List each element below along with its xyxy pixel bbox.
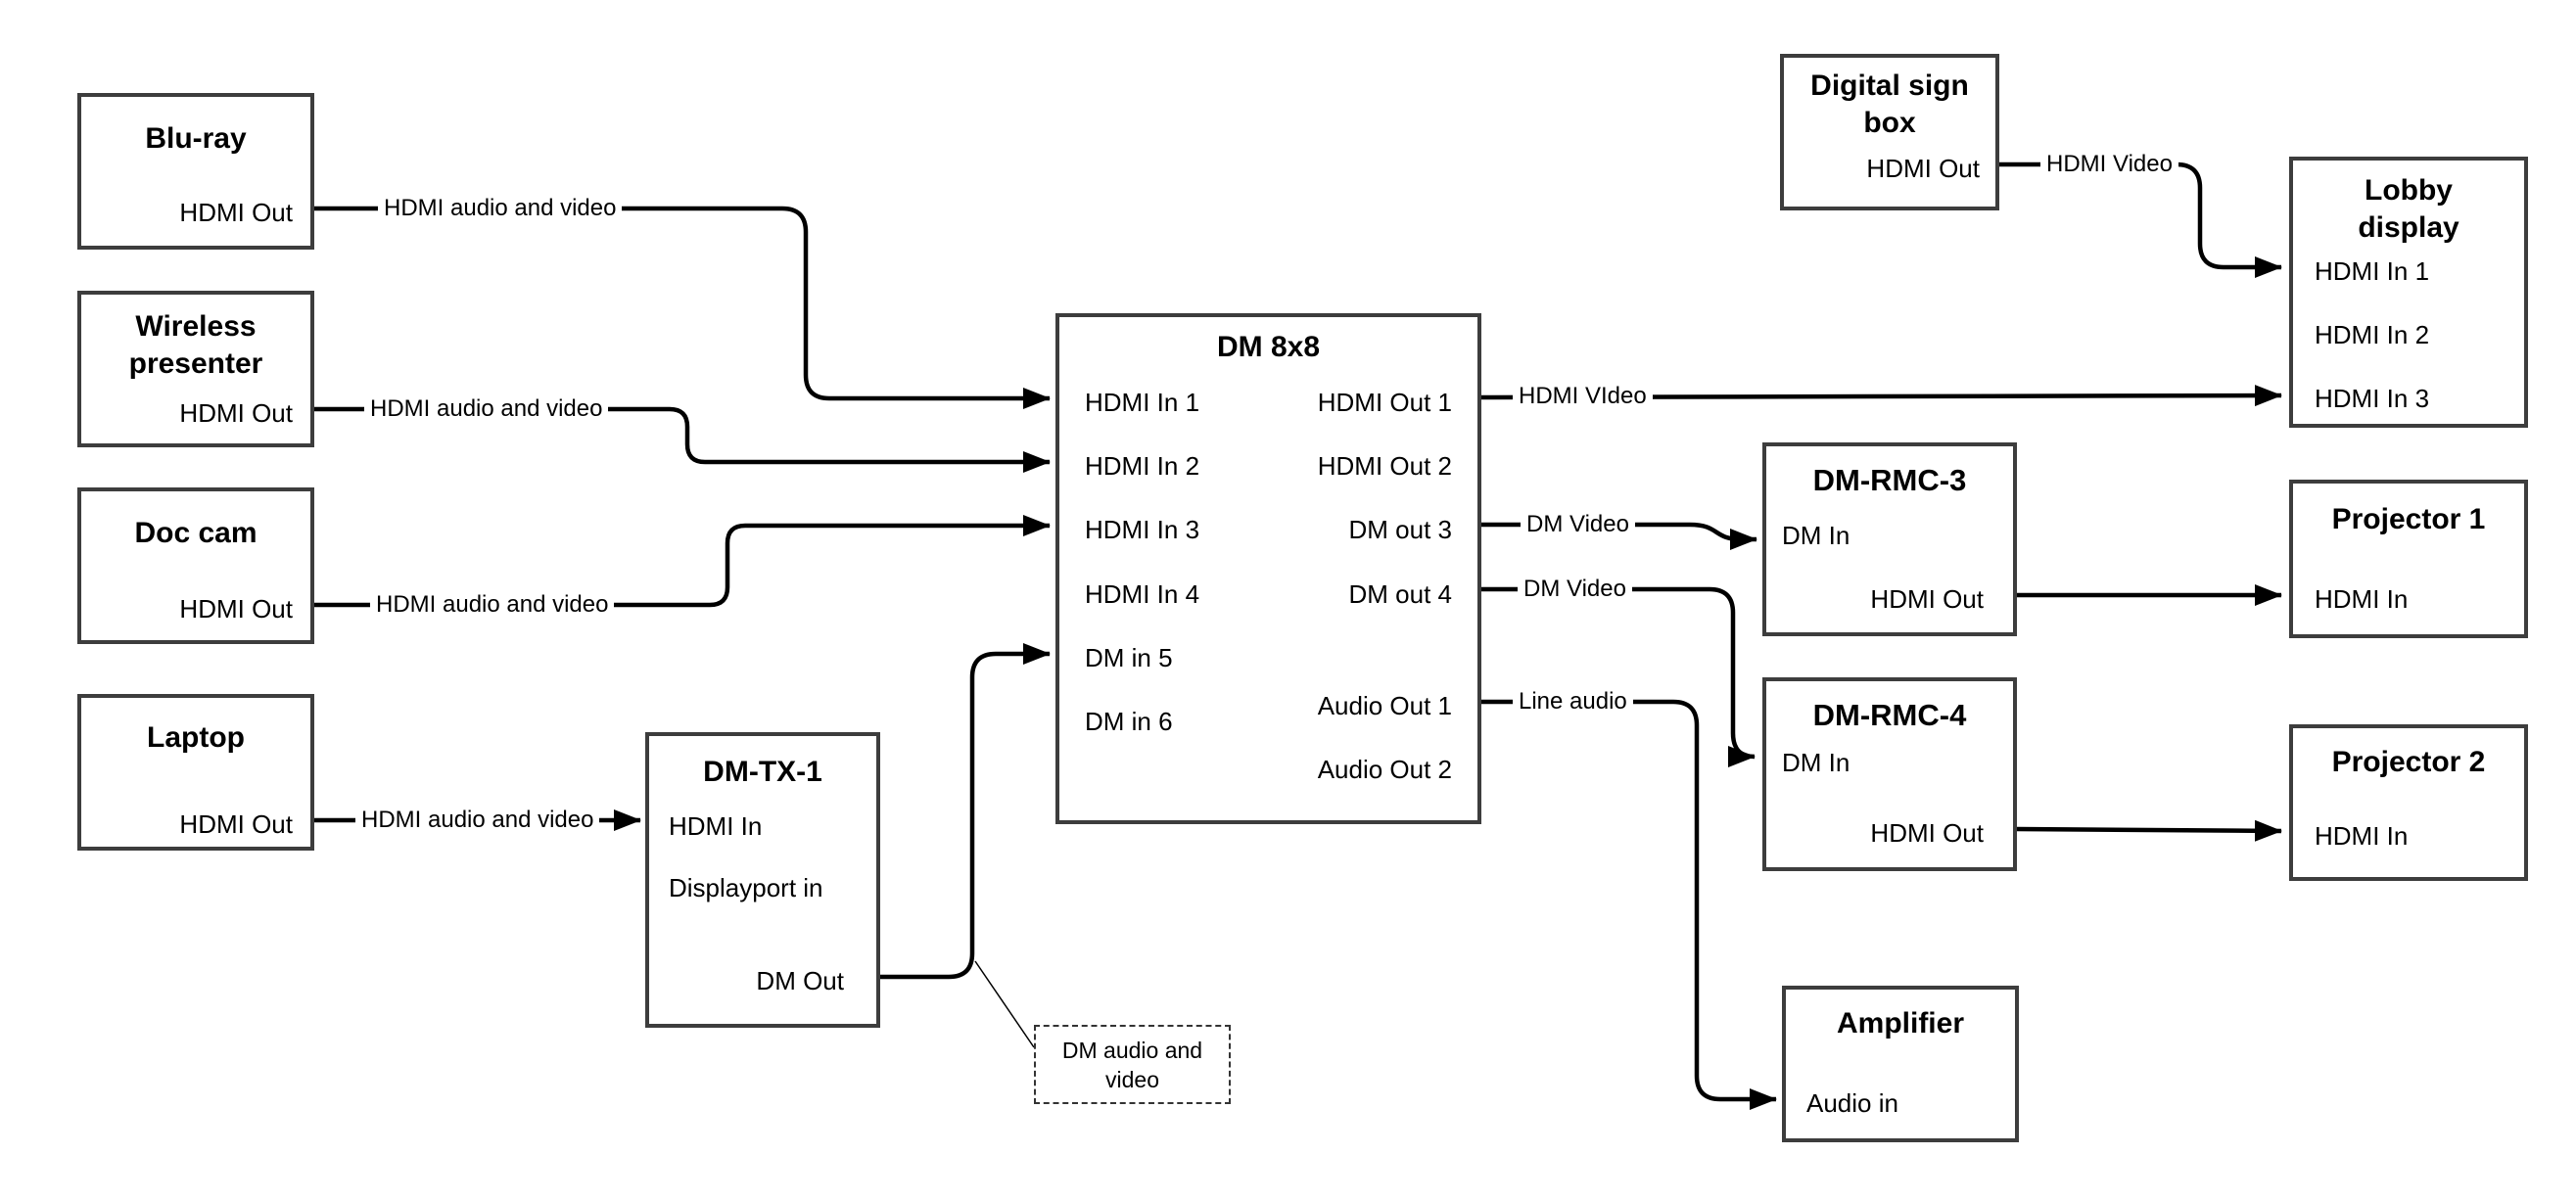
node-title: Digital sign box — [1810, 69, 1969, 139]
node-dm-rmc-4: DM-RMC-4 DM In HDMI Out — [1762, 677, 2017, 871]
port-displayport-in: Displayport in — [669, 873, 823, 902]
port-hdmi-in-1: HDMI In 1 — [2315, 256, 2430, 286]
port-hdmi-out: HDMI Out — [179, 198, 293, 227]
node-lobby-display: Lobby display HDMI In 1 HDMI In 2 HDMI I… — [2289, 157, 2528, 428]
wire-label-digital-sign-out: HDMI Video — [2040, 150, 2178, 179]
wire-dmtx1-dmout-to-dm8x8-dmin5 — [880, 643, 1051, 980]
wire-dm8x8-audioout1-to-amplifier-audioin — [1481, 699, 1777, 1110]
port-hdmi-in-2: HDMI In 2 — [1085, 451, 1200, 481]
port-hdmi-in-3: HDMI In 3 — [1085, 515, 1200, 544]
wire-doccam-to-dm8x8-hdmi-in3 — [314, 515, 1051, 608]
port-hdmi-out: HDMI Out — [1870, 584, 1984, 614]
port-hdmi-out: HDMI Out — [179, 594, 293, 624]
port-audio-out-2: Audio Out 2 — [1317, 755, 1452, 784]
annotation-dm-audio-video: DM audio and video — [1034, 1025, 1231, 1104]
wire-dm8x8-dmout3-to-dmrmc3-dmin — [1481, 522, 1757, 550]
port-dm-out-3: DM out 3 — [1348, 515, 1453, 544]
node-title: Blu-ray — [145, 122, 247, 155]
node-projector-2: Projector 2 HDMI In — [2289, 724, 2528, 881]
node-blu-ray: Blu-ray HDMI Out — [77, 93, 314, 250]
node-title: DM-RMC-3 — [1812, 463, 1967, 497]
port-hdmi-out-1: HDMI Out 1 — [1317, 388, 1452, 417]
node-projector-1: Projector 1 HDMI In — [2289, 480, 2528, 638]
node-title: Projector 1 — [2331, 503, 2486, 535]
port-hdmi-in-2: HDMI In 2 — [2315, 320, 2430, 349]
node-dm-rmc-3: DM-RMC-3 DM In HDMI Out — [1762, 442, 2017, 636]
wire-label-wireless-out: HDMI audio and video — [364, 394, 609, 424]
port-audio-in: Audio in — [1806, 1088, 1898, 1118]
node-doc-cam: Doc cam HDMI Out — [77, 487, 314, 644]
port-dm-in-6: DM in 6 — [1085, 707, 1173, 736]
port-hdmi-out: HDMI Out — [179, 809, 293, 839]
node-title: Laptop — [147, 721, 245, 754]
node-title: Doc cam — [134, 517, 258, 549]
wire-label-doc-cam-out: HDMI audio and video — [370, 590, 615, 620]
node-amplifier: Amplifier Audio in — [1782, 986, 2019, 1142]
port-hdmi-in: HDMI In — [669, 811, 763, 841]
port-hdmi-in: HDMI In — [2315, 584, 2409, 614]
wire-wireless-to-dm8x8-hdmi-in2 — [314, 406, 1051, 473]
node-title: DM-RMC-4 — [1812, 698, 1967, 732]
port-hdmi-in-4: HDMI In 4 — [1085, 579, 1200, 609]
port-audio-out-1: Audio Out 1 — [1317, 691, 1452, 720]
node-digital-sign-box: Digital sign box HDMI Out — [1780, 54, 1999, 210]
wire-label-blu-ray-out: HDMI audio and video — [378, 194, 623, 223]
node-title: Wireless presenter — [128, 310, 263, 380]
port-hdmi-in-3: HDMI In 3 — [2315, 384, 2430, 413]
port-hdmi-out: HDMI Out — [179, 398, 293, 428]
node-laptop: Laptop HDMI Out — [77, 694, 314, 851]
node-dm-8x8: DM 8x8 HDMI In 1 HDMI In 2 HDMI In 3 HDM… — [1055, 313, 1481, 824]
wire-label-laptop-out: HDMI audio and video — [355, 806, 600, 835]
wire-label-dm-out-3: DM Video — [1521, 510, 1635, 539]
port-dm-out-4: DM out 4 — [1348, 579, 1453, 609]
node-wireless-presenter: Wireless presenter HDMI Out — [77, 291, 314, 447]
node-title: Amplifier — [1836, 1007, 1965, 1039]
port-hdmi-out: HDMI Out — [1866, 154, 1980, 183]
node-dm-tx-1: DM-TX-1 HDMI In Displayport in DM Out — [645, 732, 880, 1028]
port-hdmi-out: HDMI Out — [1870, 818, 1984, 848]
wire-dm8x8-dmout4-to-dmrmc4-dmin — [1481, 586, 1756, 767]
node-title: Lobby display — [2358, 174, 2459, 244]
port-dm-in-5: DM in 5 — [1085, 643, 1173, 672]
node-title: DM-TX-1 — [703, 756, 822, 788]
port-dm-out: DM Out — [756, 966, 844, 995]
wire-label-hdmi-out-1: HDMI VIdeo — [1513, 382, 1653, 411]
wire-dmrmc4-hdmiout-to-projector2-hdmiin — [2016, 819, 2282, 842]
port-hdmi-in-1: HDMI In 1 — [1085, 388, 1200, 417]
node-title: Projector 2 — [2331, 746, 2486, 778]
port-hdmi-in: HDMI In — [2315, 821, 2409, 851]
port-dm-in: DM In — [1782, 521, 1850, 550]
wire-label-audio-out-1: Line audio — [1513, 687, 1633, 716]
wire-label-dm-out-4: DM Video — [1518, 575, 1632, 604]
node-title: DM 8x8 — [1216, 331, 1321, 363]
wire-bluray-to-dm8x8-hdmi-in1 — [314, 206, 1051, 409]
port-dm-in: DM In — [1782, 748, 1850, 777]
port-hdmi-out-2: HDMI Out 2 — [1317, 451, 1452, 481]
annotation-leader-line — [974, 960, 1035, 1048]
wire-digitalsign-to-lobby-hdmiin1 — [1999, 162, 2282, 278]
